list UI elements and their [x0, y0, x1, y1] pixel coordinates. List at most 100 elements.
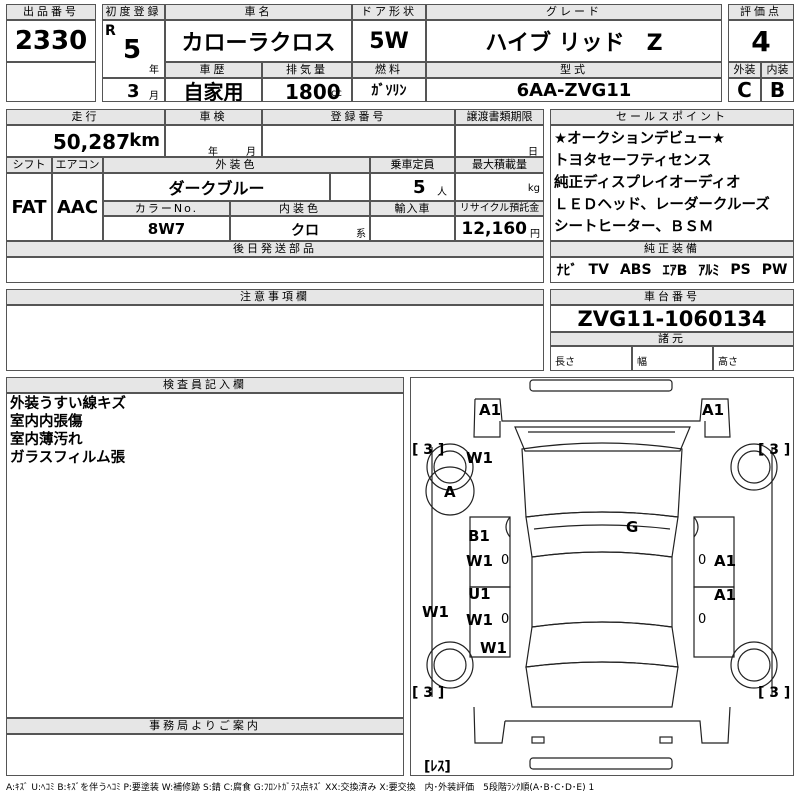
trunk [525, 661, 679, 708]
inspector-line: 室内薄汚れ [10, 432, 83, 448]
sales-point-item: ＬＥＤヘッド、レーダークルーズ [554, 197, 770, 213]
int-color: クロ [291, 223, 319, 239]
rear-light-left [531, 736, 545, 744]
interior-grade: B [761, 78, 794, 102]
displacement-box: 1800 cc [262, 78, 352, 102]
reg-month: 3 [127, 81, 140, 102]
grade-label: グレード [426, 4, 722, 20]
month-unit: 月 [149, 91, 159, 102]
transfer-day-unit: 日 [528, 147, 538, 157]
lot-blank [6, 62, 96, 102]
spare-tire: [ﾚｽ] [424, 759, 451, 775]
grade: ハイブ リッド Z [426, 20, 722, 62]
lot-number-label: 出品番号 [6, 4, 96, 20]
mark-a-front-left: A [444, 483, 456, 501]
recycle-unit: 円 [530, 229, 540, 240]
model-label: 型式 [426, 62, 722, 78]
inspection-box: 年 月 [165, 125, 262, 157]
rear-outline [473, 706, 731, 744]
import-label: 輸入車 [370, 201, 455, 216]
color-no: 8W7 [103, 216, 230, 241]
model: 6AA-ZVG11 [426, 78, 722, 102]
capacity-label: 乗車定員 [370, 157, 455, 173]
genuine-equipment: ﾅﾋﾞ TV ABS ｴｱB ｱﾙﾐ PS PW [550, 257, 794, 283]
max-load-label: 最大積載量 [455, 157, 544, 173]
fuel: ｶﾞｿﾘﾝ [352, 78, 426, 102]
notes-label: 注意事項欄 [6, 289, 544, 305]
inspection-label: 車検 [165, 109, 262, 125]
mark-w1-front-fender: W1 [466, 449, 493, 467]
load-unit: kg [527, 183, 540, 194]
tire-rl-outer [426, 641, 474, 689]
mark-a1-right-rear: A1 [714, 586, 736, 604]
notes [6, 305, 544, 371]
left-rear-door [469, 586, 511, 658]
score-label: 評価点 [728, 4, 794, 20]
office-notes [6, 734, 404, 776]
mark-a1-front-left: A1 [479, 401, 501, 419]
history: 自家用 [165, 78, 262, 102]
capacity-unit: 人 [437, 187, 447, 198]
rear-light-right [659, 736, 673, 744]
inspector-label: 検査員記入欄 [6, 377, 404, 393]
rear-glass [525, 621, 679, 668]
exterior-label: 外装 [728, 62, 761, 78]
tire-fl-inner [433, 450, 467, 484]
capacity: 5 [413, 177, 426, 198]
first-registration-label: 初度登録 [102, 4, 165, 20]
mark-w1-left: W1 [422, 603, 449, 621]
fender-marker-a [425, 466, 475, 516]
transfer-deadline-label: 譲渡書類期限 [455, 109, 544, 125]
mileage-box: 50,287 km [6, 125, 165, 157]
color-no-label: カラーNo. [103, 201, 230, 216]
equip-ps: PS [730, 262, 751, 278]
sales-point-item: ★オークションデビュー★ [554, 131, 725, 147]
inspector-line: 外装うすい線キズ [10, 396, 126, 412]
era: R [105, 23, 116, 39]
equip-navi: ﾅﾋﾞ [556, 263, 578, 279]
import-box [370, 216, 455, 241]
mark-zero-c: 0 [501, 612, 509, 627]
color-label: 外装色 [103, 157, 370, 173]
insp-year-unit: 年 [208, 147, 218, 157]
later-parts [6, 257, 544, 283]
equip-abs: ABS [619, 262, 652, 278]
max-load-box: kg [455, 173, 544, 201]
equip-airbag: ｴｱB [662, 263, 688, 279]
door-label: ドア形状 [352, 4, 426, 20]
tire-fl-outer [426, 443, 474, 491]
mileage-label: 走行 [6, 109, 165, 125]
mark-w1-rear-door: W1 [466, 611, 493, 629]
reg-number-label: 登録番号 [262, 109, 455, 125]
mark-w1-rear-fender: W1 [480, 639, 507, 657]
door: 5W [352, 20, 426, 62]
tire-depth-rl: [ 3 ] [412, 685, 444, 701]
width: 幅 [632, 346, 713, 371]
capacity-box: 5 人 [370, 173, 455, 201]
recycle-box: 12,160 円 [455, 216, 544, 241]
exterior-grade: C [728, 78, 761, 102]
mark-u1: U1 [468, 585, 491, 603]
windshield [525, 511, 679, 558]
mark-b1: B1 [468, 527, 490, 545]
inspector-line: 室内内張傷 [10, 414, 83, 430]
tire-rr-outer [730, 641, 778, 689]
genuine-equipment-label: 純正装備 [550, 241, 794, 257]
sales-points: ★オークションデビュー★ トヨタセーフティセンス 純正ディスプレイオーディオ Ｌ… [550, 125, 794, 241]
mileage: 50,287 [52, 130, 130, 154]
length: 長さ [550, 346, 632, 371]
mirror-lines [505, 516, 699, 538]
tire-rr-inner [737, 648, 771, 682]
tire-rl-inner [433, 648, 467, 682]
tire-depth-rr: [ 3 ] [758, 685, 790, 701]
lot-number: 2330 [6, 20, 96, 62]
shift-label: シフト [6, 157, 52, 173]
front-grille [514, 426, 691, 452]
equip-pw: PW [761, 262, 788, 278]
tire-depth-fr: [ 3 ] [758, 442, 790, 458]
reg-number [262, 125, 455, 157]
reg-year: 5 [123, 35, 142, 65]
legend: A:ｷｽﾞ U:ﾍｺﾐ B:ｷｽﾞを伴うﾍｺﾐ P:要塗装 W:補修跡 S:錆 … [6, 783, 595, 793]
year-unit: 年 [149, 65, 159, 76]
score: 4 [728, 20, 794, 62]
